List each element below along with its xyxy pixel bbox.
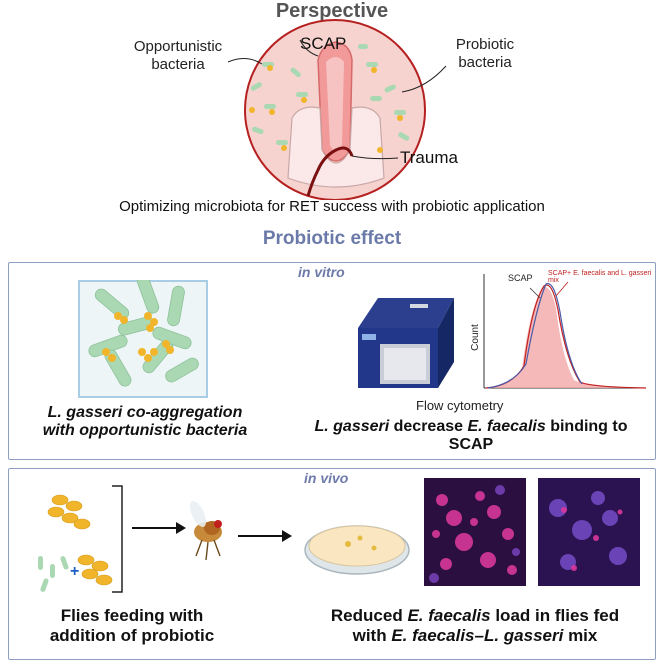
label-opportunistic-line2: bacteria xyxy=(151,56,205,73)
opportunistic-leader xyxy=(227,58,263,65)
flow-histogram xyxy=(483,274,647,389)
label-probiotic-bacteria: Probiotic bacteria xyxy=(440,36,530,72)
coaggregation-caption-line1: L. gasseri co-aggregation xyxy=(47,404,243,421)
load-caption-dash: – xyxy=(474,626,484,645)
group-bracket xyxy=(112,485,123,593)
perspective-title: Perspective xyxy=(275,0,389,22)
flies-caption: Flies feeding with addition of probiotic xyxy=(24,606,240,646)
load-caption-line1: Reduced E. faecalis load in flies fed xyxy=(290,606,660,626)
binding-caption: L. gasseri decrease E. faecalis binding … xyxy=(284,418,658,454)
coaggregation-caption-line2: with opportunistic bacteria xyxy=(42,422,248,439)
flow-cytometry-label: Flow cytometry xyxy=(416,398,504,413)
feeding-illustration: + xyxy=(38,485,123,593)
in-vivo-panel xyxy=(8,468,656,660)
histogram-scap-line xyxy=(487,282,583,389)
in-vitro-panel xyxy=(8,262,656,460)
perspective-caption: Optimizing microbiota for RET success wi… xyxy=(119,198,545,215)
probiotic-leader xyxy=(401,65,447,93)
binding-caption-line1: L. gasseri decrease E. faecalis binding … xyxy=(284,418,658,436)
tooth-crown xyxy=(287,106,385,188)
load-caption-lg: L. gasseri xyxy=(483,626,564,645)
load-caption-with: with xyxy=(352,626,392,645)
fruit-fly-icon xyxy=(189,501,222,561)
label-probiotic-line1: Probiotic xyxy=(455,36,515,53)
label-opportunistic-line1: Opportunistic xyxy=(133,38,223,55)
load-caption-ef2: E. faecalis xyxy=(391,626,475,645)
svg-text:+: + xyxy=(70,563,79,580)
arrow-to-plate xyxy=(238,530,292,542)
binding-caption-line2: SCAP xyxy=(448,436,494,453)
perspective-diagram xyxy=(227,19,447,200)
load-caption-ef: E. faecalis xyxy=(407,606,491,625)
legend-mix-leader xyxy=(555,281,569,297)
in-vitro-label: in vitro xyxy=(298,264,345,280)
trauma-leader xyxy=(351,155,399,160)
arrow-to-fly xyxy=(132,522,186,534)
load-caption: Reduced E. faecalis load in flies fed wi… xyxy=(290,606,660,646)
legend-scap: SCAP xyxy=(508,273,533,283)
trauma-crack xyxy=(306,146,354,197)
load-caption-line2: with E. faecalis–L. gasseri mix xyxy=(290,626,660,646)
microscopy-image-2 xyxy=(538,478,640,586)
histogram-mix-line xyxy=(485,284,647,389)
probiotic-effect-title: Probiotic effect xyxy=(262,228,402,249)
coaggregation-illustration xyxy=(78,280,208,398)
flow-cytometer-icon xyxy=(358,298,454,388)
label-probiotic-line2: bacteria xyxy=(458,54,512,71)
count-axis-label: Count xyxy=(469,324,481,351)
legend-mix: SCAP+ E. faecalis and L. gasseri mix xyxy=(548,270,652,284)
petri-dish-icon xyxy=(304,525,410,575)
load-caption-reduced: Reduced xyxy=(330,606,408,625)
flies-caption-line2: addition of probiotic xyxy=(49,626,215,645)
binding-caption-binding: binding to xyxy=(545,418,628,435)
coaggregation-caption: L. gasseri co-aggregation with opportuni… xyxy=(14,404,276,440)
binding-caption-ef: E. faecalis xyxy=(467,418,546,435)
in-vivo-label: in vivo xyxy=(304,470,349,486)
legend-scap-leader xyxy=(529,287,541,299)
bacteria-cluster xyxy=(249,44,410,153)
scap-leader xyxy=(299,39,319,57)
scap-inner xyxy=(326,57,344,152)
label-trauma: Trauma xyxy=(400,148,458,167)
label-scap: SCAP xyxy=(300,34,347,53)
load-caption-mix: mix xyxy=(563,626,598,645)
microscopy-image-1 xyxy=(424,478,526,586)
binding-caption-decrease: decrease xyxy=(389,418,468,435)
label-opportunistic-bacteria: Opportunistic bacteria xyxy=(118,38,238,74)
flies-caption-line1: Flies feeding with xyxy=(60,606,204,625)
load-caption-load: load in flies fed xyxy=(490,606,620,625)
binding-caption-lg: L. gasseri xyxy=(314,418,390,435)
